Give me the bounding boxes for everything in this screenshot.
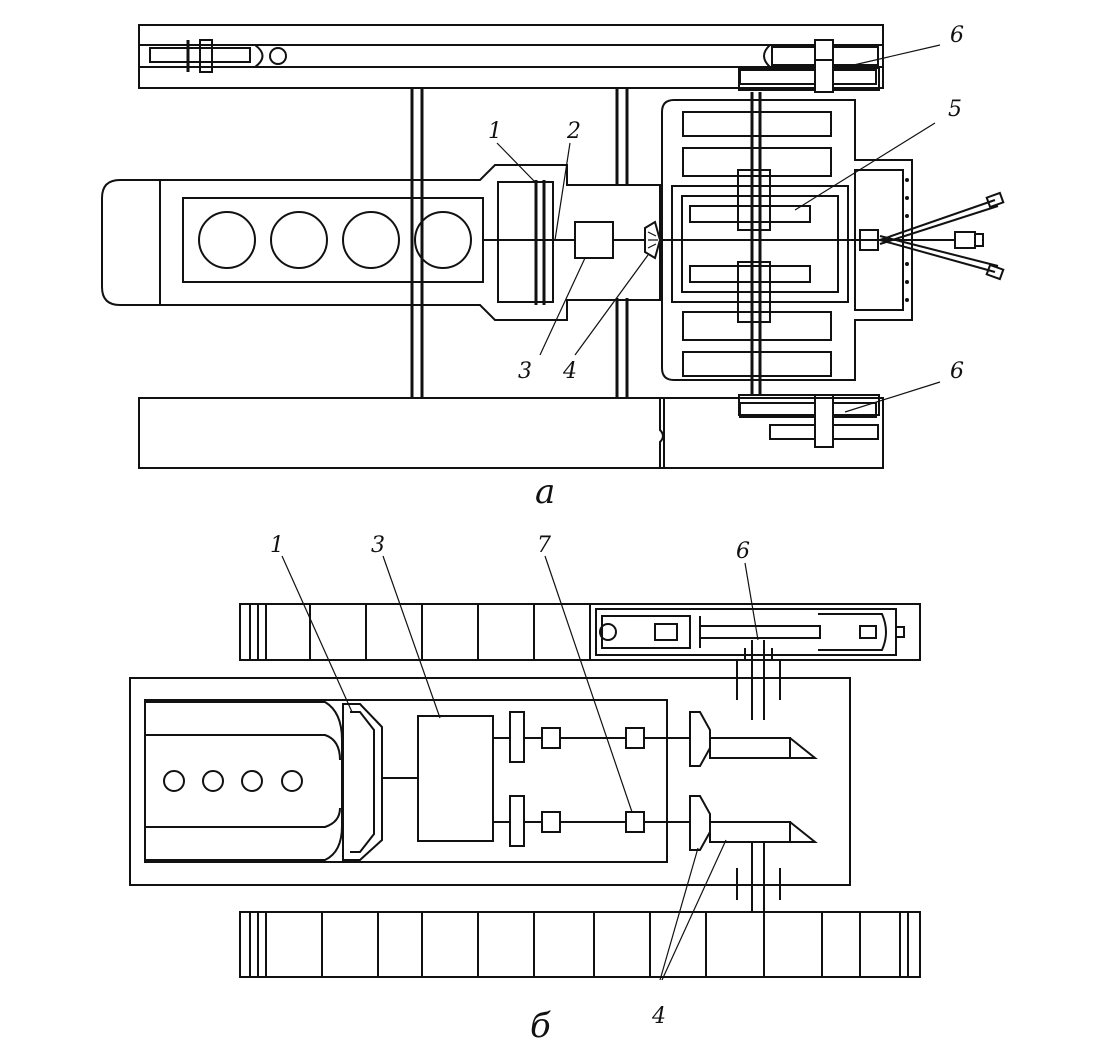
figure-a: 1 2 3 4 5 6 6 а [101,23,1005,512]
hull-frame [129,677,851,886]
bottom-track-b [239,911,921,978]
leader-lines-b [281,555,759,981]
top-track [138,24,884,89]
cylinder-1 [198,211,256,269]
lower-final-drive [736,842,781,912]
label-6-bottom: 6 [950,359,964,384]
label-b-7: 7 [537,533,551,558]
caption-b: б [530,1006,551,1046]
idler-wheel-left [149,39,287,73]
final-drive-housing [660,92,913,395]
label-3: 3 [518,359,532,384]
label-b-1: 1 [270,533,284,558]
steering-levers [879,191,1005,281]
frame-rails [410,88,629,398]
label-b-3: 3 [371,533,385,558]
drive-sprocket-top-2 [738,59,880,93]
cylinder-4 [414,211,472,269]
lower-shaft [493,795,818,851]
flywheel-clutch [483,180,575,305]
top-track-b [239,603,921,720]
figure-b: 1 3 7 6 4 б [129,533,921,1046]
inner-frame [144,699,668,863]
bevel-gear [644,220,662,260]
label-1: 1 [488,119,502,144]
label-b-6: 6 [736,539,750,564]
leader-lines-a [496,44,941,413]
engine-housing [101,164,661,321]
gearbox-b [417,715,494,842]
caption-a: а [535,472,555,512]
cylinder-2 [270,211,328,269]
label-4: 4 [562,359,577,384]
engine-b [145,701,418,861]
label-5: 5 [948,97,962,122]
label-6-top: 6 [950,23,964,48]
label-2: 2 [566,119,581,144]
drive-sprocket-bottom [738,394,880,448]
gearbox-block [574,221,614,259]
bottom-track [138,397,884,469]
label-b-4: 4 [651,1004,666,1029]
upper-shaft [493,711,818,767]
cylinder-3 [342,211,400,269]
